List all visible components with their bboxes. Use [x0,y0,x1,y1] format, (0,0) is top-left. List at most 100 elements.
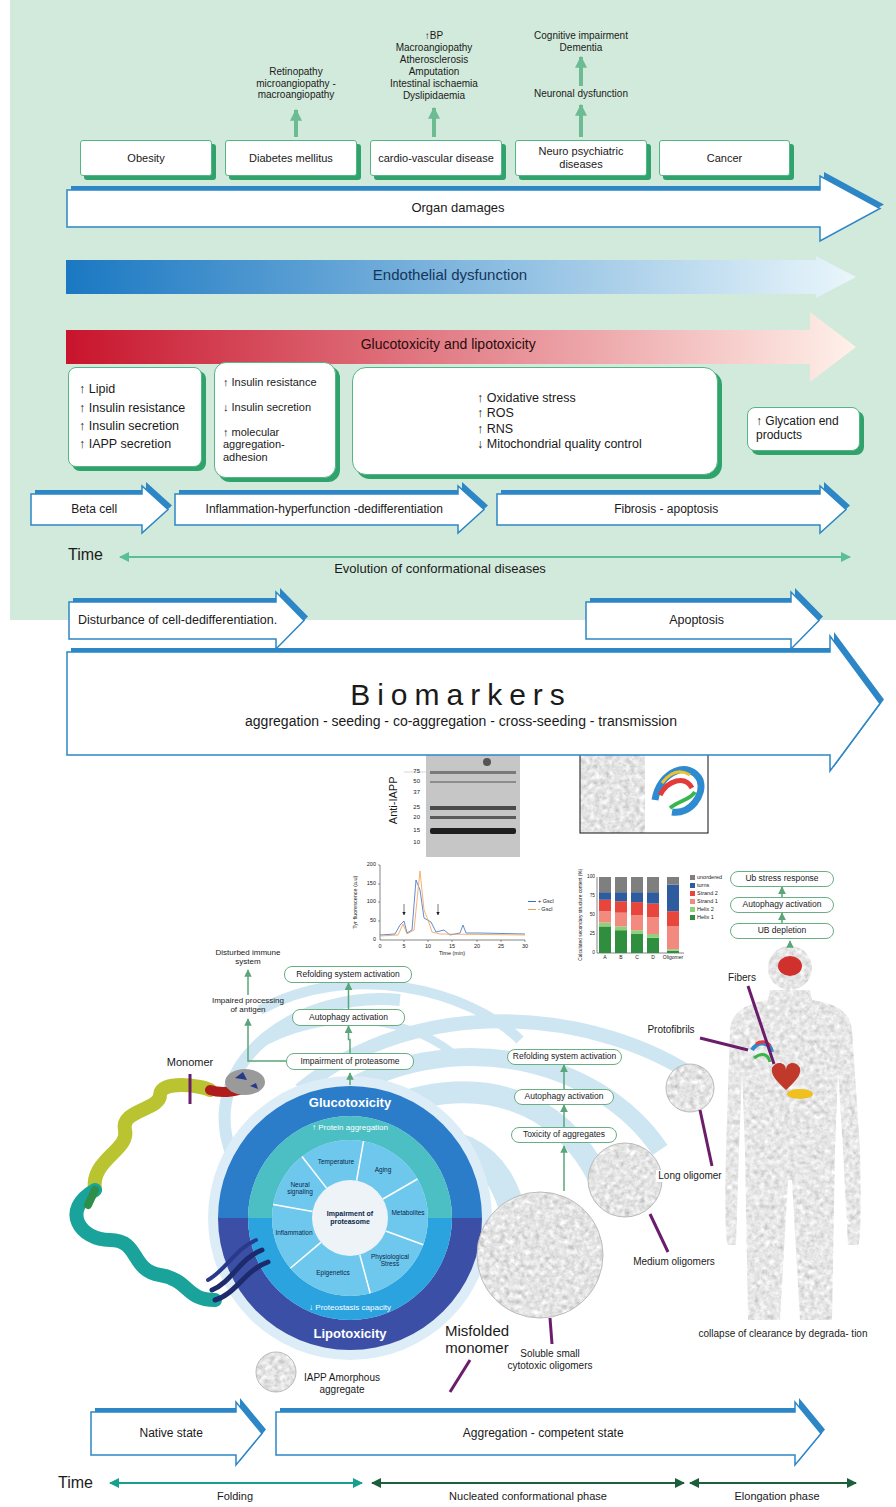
disease-box: Obesity [80,140,212,176]
node-text: ↑ molecular aggregation-adhesion [223,426,329,464]
annotation-label: 100 [584,874,595,880]
legend-swatch [690,907,695,912]
proteostasis-wheel-part-part [383,1179,418,1199]
annotation-label: Time (min) [422,950,482,956]
arrow-text-area: Native state [96,1412,246,1455]
response-box: Refolding system activation [284,966,412,983]
annotation-label: 0 [584,950,595,956]
legend-text: Strand 1 [697,898,718,904]
bar-chart-part [647,938,659,953]
bar-chart-part [615,930,627,953]
annotation-label: 0 [372,943,388,949]
node-text: ↓ Insulin secretion [223,401,329,414]
bar-chart-part [599,877,611,892]
process-arrows-part [349,1073,351,1085]
annotation-label: Fibers [722,972,762,984]
annotation-label: Temperature [314,1158,358,1165]
response-box: UB depletion [730,923,834,939]
top-panel-part [579,57,583,86]
connector-arrow [781,887,783,897]
arrow-text-area: Organ damages [72,190,844,227]
node-text: ↑ ROS [477,406,711,420]
legend-item: - Gscl [528,906,552,912]
annotation-label: Atherosclerosis [384,54,484,66]
western-blot-part [430,781,516,783]
legend-item: Helix 2 [690,906,714,912]
legend-item: turns [690,882,709,888]
node-text: ↑ Insulin resistance [223,376,329,389]
node-text: Impairment of proteasome [300,1057,399,1067]
top-panel-part [10,0,896,620]
annotation-label: Anti-IAPP [387,770,400,830]
monomer-ribbon-part [88,1190,95,1205]
annotation-label: 20 [469,943,485,949]
annotation-label: 100 [360,898,376,904]
illustration-part [235,1072,258,1089]
micrograph-part [655,770,701,813]
legend-text: unordered [697,874,722,880]
response-box: Ub stress response [730,871,834,887]
response-box: Refolding system activation [507,1049,622,1065]
node-text: ↑ Insulin secretion [79,419,195,433]
time-axis-part [110,1482,362,1484]
legend-item: Helix 1 [690,914,714,920]
western-blot [404,746,520,857]
annotation-label: Evolution of conformational diseases [240,562,640,577]
annotation-label: Protofibrils [640,1024,702,1036]
micrograph-part [645,746,708,833]
leader-lines-part [189,1074,192,1104]
arrow-text-area: Glucotoxicity and lipotoxicity [72,330,824,359]
bar-chart-part [647,904,659,918]
node-text: Cancer [707,152,742,165]
bar-chart-part [615,892,627,901]
annotation-label: Medium oligomers [628,1256,720,1268]
node-text: Glucotoxicity and lipotoxicity [361,336,536,352]
legend-line [528,901,536,902]
human-body-part [778,956,802,976]
organ-damage-arrow: Organ damages [66,172,884,242]
arrow-text-area: Beta cell [36,494,152,525]
bar-chart [597,877,684,953]
western-blot-part [430,816,516,819]
response-box: Autophagy activation [730,897,834,913]
bar-chart-part [667,911,679,926]
arrow-text-area: Fibrosis - apoptosis [502,494,830,525]
process-arrows-part [563,1146,565,1191]
annotation-label: ↑ Protein aggregation [300,1123,400,1132]
disease-box: cardio-vascular disease [370,140,502,176]
monomer-ribbon [76,1085,268,1300]
human-body [720,940,865,1325]
process-arrows-part [789,941,791,945]
top-panel-part [294,110,298,137]
legend-swatch [690,899,695,904]
leader-lines-part [550,1318,552,1344]
stage-arrow: Fibrosis - apoptosis [496,482,850,534]
proteostasis-wheel [208,1076,492,1360]
disease-box: Diabetes mellitus [225,140,357,176]
node-text: Ub stress response [745,874,818,884]
arrow-body [91,1402,262,1465]
top-panel-part [120,556,850,558]
bar-chart-part [647,934,659,938]
bar-chart-part [631,934,643,953]
annotation-label: 75 [584,893,595,899]
proteostasis-wheel-part-part [290,1242,321,1268]
node-text: Obesity [127,152,164,165]
annotation-label: Neuronal dysfunction [521,88,641,100]
bar-chart-part [631,930,643,934]
annotation-label: 10 [420,943,436,949]
bar-chart-part [599,892,611,900]
bar-chart-part [631,915,643,930]
annotation-label: IAPP Amorphous aggregate [292,1372,392,1395]
node-text: Disturbance of cell-dedifferentiation. [78,613,277,627]
arrow-body [586,592,819,649]
annotation-label: Calculated secondary structure content (… [578,855,584,975]
chromatogram-part [378,865,525,942]
node-text: ↑ Insulin resistance [79,401,195,415]
annotation-label: Macroangiopathy [384,42,484,54]
western-blot-part [430,806,516,810]
annotation-label: Impairment of proteasome [322,1210,378,1226]
node-text: ↑ IAPP secretion [79,437,195,451]
annotation-label: Physiological Stress [368,1253,412,1268]
western-blot-part [483,758,491,766]
